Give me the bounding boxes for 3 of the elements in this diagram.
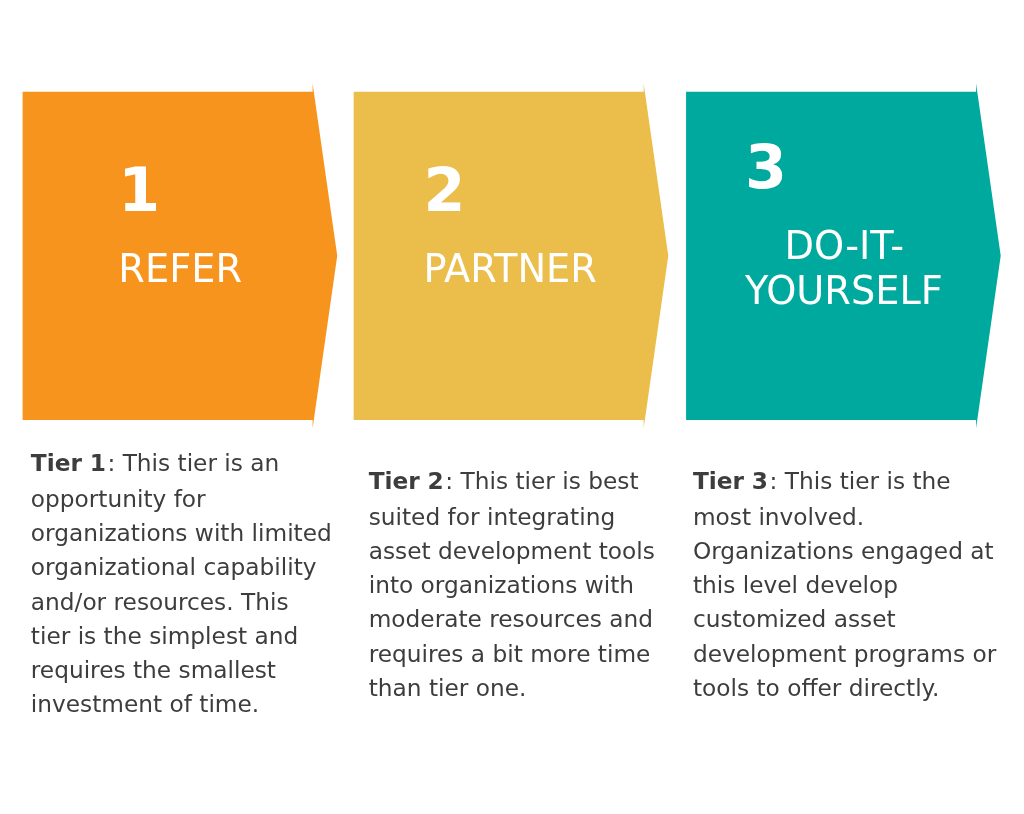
- node-label: Tier 2: This tier is best suited for integrating asset development tools into organizations with moderate resources and requires a bit more time than tier one.: [368, 467, 655, 701]
- node-label: Tier 3: This tier is the most involved. Organizations engaged at this level develop customized asset development programs or tools to offer directly.: [692, 467, 997, 701]
- node-label: Tier 1: This tier is an opportunity for organizations with limited organizational capability and/or resources. This tier is the simplest and requires the smallest investment of time.: [30, 449, 332, 718]
